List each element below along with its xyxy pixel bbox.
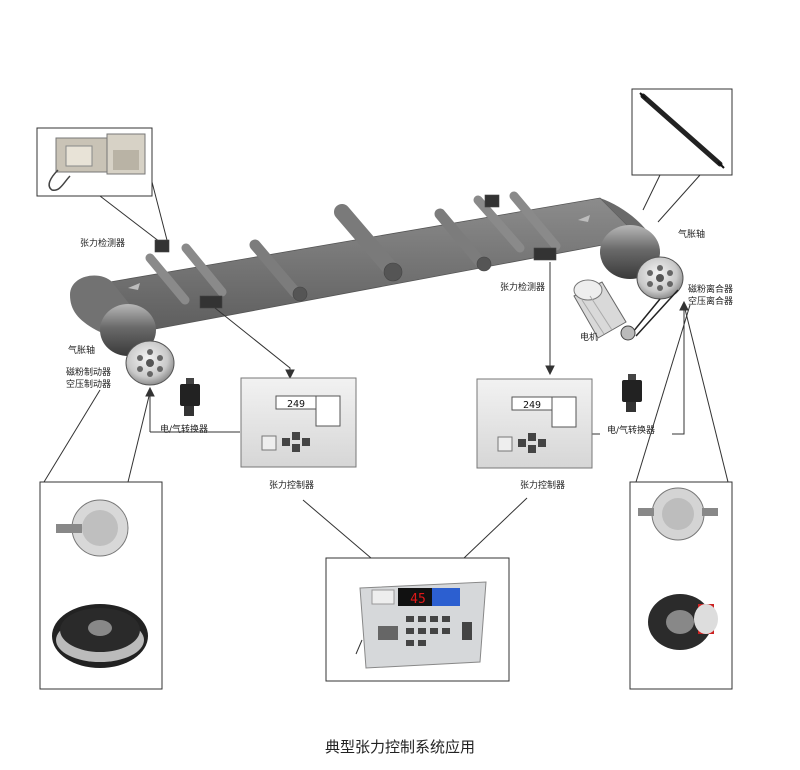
zoom-callout-lines [43, 304, 729, 559]
label-motor: 电机 [580, 333, 599, 343]
left-brake-drum [125, 340, 175, 386]
guide-roller-inset [631, 88, 733, 176]
controller-right [476, 378, 593, 469]
rollers [145, 191, 561, 309]
label-controller-left: 张力控制器 [269, 481, 315, 491]
label-air-shaft-left: 气胀轴 [68, 346, 96, 356]
web-path [70, 197, 660, 356]
label-controller-right: 张力控制器 [520, 481, 566, 491]
label-tension-detector-left: 张力检测器 [80, 239, 126, 249]
clutch-photos-inset [629, 481, 733, 690]
load-cell-inset [36, 127, 153, 197]
ep-converter-right [622, 374, 642, 412]
controller-left-display: 249 [287, 399, 305, 410]
label-ep-converter-right: 电/气转换器 [607, 426, 656, 436]
label-air-shaft-right: 气胀轴 [678, 230, 706, 240]
ep-converter-left [180, 378, 200, 416]
controller-right-display: 249 [523, 400, 541, 411]
label-clutch-line2: 空压离合器 [688, 297, 734, 307]
zoom-controller-display: 45 [410, 592, 426, 607]
signal-lines [145, 262, 689, 435]
label-clutch-line1: 磁粉离合器 [688, 285, 734, 295]
label-ep-converter-left: 电/气转换器 [160, 425, 209, 435]
label-brake-line2: 空压制动器 [66, 380, 112, 390]
controller-left [240, 377, 357, 468]
diagram-caption: 典型张力控制系统应用 [324, 738, 475, 756]
controller-photo-inset [325, 557, 510, 682]
right-clutch-drive [573, 256, 684, 341]
brake-photos-inset [39, 481, 163, 690]
label-tension-detector-right: 张力检测器 [500, 283, 546, 293]
label-brake-line1: 磁粉制动器 [66, 368, 112, 378]
